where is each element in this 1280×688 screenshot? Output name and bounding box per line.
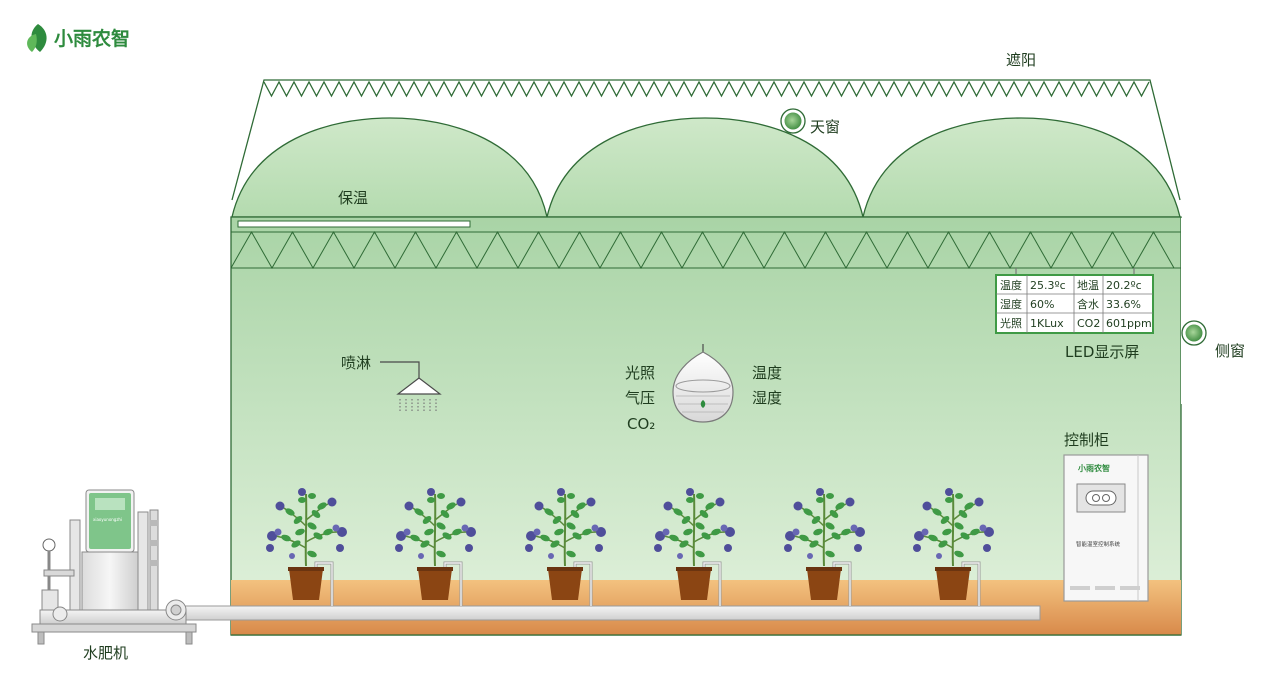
led-cell-key: 温度 <box>1000 278 1022 292</box>
led-cell-value: 25.3ºc <box>1030 279 1066 292</box>
sensor-label-temperature: 温度 <box>752 364 782 382</box>
sensor-labels-left: 光照 气压 CO₂ <box>625 364 655 433</box>
led-cell-value: 33.6% <box>1106 298 1141 311</box>
label-fertigation: 水肥机 <box>83 644 128 662</box>
side-window-icon <box>1181 320 1207 346</box>
label-control-cabinet: 控制柜 <box>1064 431 1109 449</box>
control-cabinet: 小雨农智 智能温室控制系统 <box>1063 454 1149 602</box>
label-skylight: 天窗 <box>810 118 840 136</box>
shade-net <box>231 79 1181 201</box>
led-cell-value: 1KLux <box>1030 317 1064 330</box>
led-cell-key: 含水 <box>1077 297 1099 311</box>
spray-nozzle-icon <box>380 361 442 411</box>
led-screen: 温度 25.3ºc 地温 20.2ºc 湿度 60% 含水 33.6% 光照 1KLux CO2 60… <box>995 268 1154 334</box>
sensor-label-humidity: 湿度 <box>752 389 782 407</box>
led-cell-key: 湿度 <box>1000 297 1022 311</box>
leaf-logo-icon <box>27 24 47 52</box>
led-cell-key: 地温 <box>1077 279 1099 292</box>
led-cell-key: 光照 <box>1000 316 1022 330</box>
cabinet-caption: 智能温室控制系统 <box>1076 540 1121 548</box>
sensor-labels-right: 温度 湿度 <box>752 364 782 407</box>
led-cell-value: 60% <box>1030 298 1054 311</box>
sensor-label-pressure: 气压 <box>625 389 655 407</box>
plant-icon <box>524 487 607 606</box>
fertigation-brand: xiaoyunongzhi <box>93 517 122 522</box>
brand-name: 小雨农智 <box>54 27 130 50</box>
led-cell-key: CO2 <box>1077 317 1100 330</box>
plant-rows <box>265 487 995 606</box>
label-led-screen: LED显示屏 <box>1065 343 1139 361</box>
plant-icon <box>394 487 477 606</box>
insulation-rail <box>237 220 471 228</box>
plant-icon <box>783 487 866 606</box>
roof-truss <box>230 230 1181 270</box>
skylight-icon <box>780 108 806 134</box>
led-cell-value: 601ppm <box>1106 317 1152 330</box>
main-water-pipe <box>177 605 1041 621</box>
sensor-icon <box>672 344 734 423</box>
plant-icon <box>912 487 995 606</box>
sensor-label-light: 光照 <box>625 364 655 382</box>
plant-icon <box>653 487 736 606</box>
cabinet-brand: 小雨农智 <box>1077 463 1110 473</box>
fertigation-machine: xiaoyunongzhi <box>31 489 197 645</box>
plant-icon <box>265 487 348 606</box>
sensor-label-co2: CO₂ <box>627 415 655 433</box>
label-shade: 遮阳 <box>1006 51 1036 69</box>
label-side-window: 侧窗 <box>1215 342 1245 360</box>
label-spray: 喷淋 <box>341 354 371 372</box>
led-cell-value: 20.2ºc <box>1106 279 1142 292</box>
label-insulation: 保温 <box>338 189 368 207</box>
brand-logo: 小雨农智 <box>27 24 130 52</box>
roof-domes <box>231 117 1181 218</box>
